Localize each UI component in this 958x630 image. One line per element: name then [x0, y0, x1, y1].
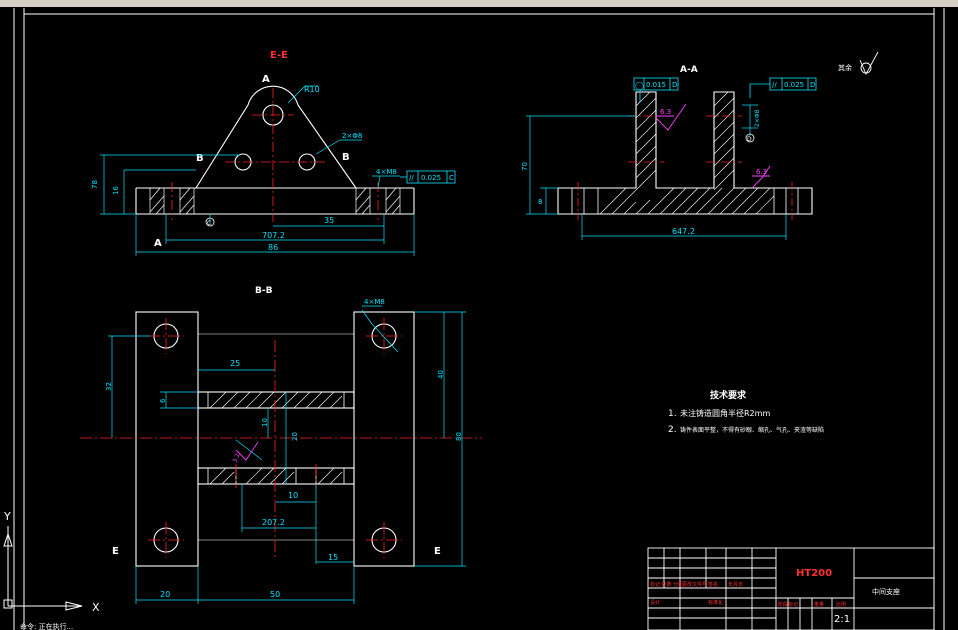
- bb-dim-50: 50: [270, 590, 280, 599]
- cut-label-b-right: B: [342, 152, 350, 163]
- bb-dim-15: 15: [328, 553, 338, 562]
- aa-rough-2: 6.3: [756, 168, 767, 176]
- drawing-frame: [13, 8, 945, 630]
- ucs-y-label: Y: [3, 510, 11, 523]
- ee-dim-78: 78: [91, 180, 99, 189]
- title-row-label-3: 签名: [708, 581, 718, 588]
- title-block: HT200 中间支座 2:1 标记 处数 分区 更改文件号 签名 年月日 设计 …: [647, 547, 935, 630]
- bb-dim-2072: 207.2: [262, 518, 285, 527]
- ee-tol-datum: C: [449, 174, 454, 182]
- aa-flat-datum: D: [672, 81, 677, 89]
- ee-tol-value: 0.025: [421, 174, 441, 182]
- bb-rough: 3.2: [232, 452, 242, 464]
- bb-dim-10b: 10: [288, 491, 298, 500]
- bb-dim-6: 6: [159, 398, 167, 403]
- aa-dim-70: 70: [521, 162, 529, 171]
- ee-holes-flange-label: 4×M8: [376, 168, 397, 176]
- bb-dim-10a: 10: [261, 418, 269, 427]
- tech-req-item2-text: 铸件表面平整，不得有砂眼、缩孔、气孔、夹渣: [680, 426, 806, 434]
- bb-dim-25: 25: [230, 359, 240, 368]
- bb-dim-20-bottom: 20: [160, 590, 170, 599]
- ee-hole-top-label: R10: [304, 85, 320, 94]
- title-row2-label-2: 标准化: [708, 599, 723, 606]
- ucs-icon: [3, 526, 83, 611]
- aa-datum-d: [745, 133, 755, 143]
- technical-requirements: 技术要求 1. 未注铸造圆角半径R2mm 2. 铸件表面平整，不得有砂眼、缩孔、…: [668, 389, 824, 435]
- ee-tolerance-frame: [400, 170, 456, 184]
- ee-datum-c-label: C: [207, 220, 211, 227]
- ee-dim-35: 35: [324, 216, 334, 225]
- ee-dim-86: 86: [268, 243, 278, 252]
- aa-par-symbol: //: [772, 81, 777, 89]
- aa-rough-1: 6.3: [660, 108, 671, 116]
- ucs-x-label: X: [92, 601, 100, 614]
- view-bb-title: B-B: [255, 286, 273, 296]
- command-line: 命令: 正在执行...: [20, 622, 73, 630]
- title-row-label-1: 标记 处数 分区: [650, 581, 683, 588]
- view-ee: E-E A A B B: [91, 50, 456, 256]
- aa-par-datum: D: [810, 81, 815, 89]
- bb-dim-80: 80: [455, 432, 463, 441]
- aa-dim-647: 647.2: [672, 227, 695, 236]
- title-row-label-2: 更改文件号: [682, 581, 707, 588]
- aa-dim-hole: 2×Φ8: [754, 109, 761, 127]
- tech-req-item2-prefix: 2.: [668, 425, 677, 435]
- aa-flat-symbol: ◯: [635, 81, 644, 90]
- tech-req-item2-suffix: 等缺陷: [806, 426, 824, 434]
- view-aa: A-A 其余: [521, 51, 879, 240]
- ee-tol-symbol: //: [409, 174, 414, 182]
- ee-dim-16: 16: [112, 186, 120, 195]
- view-bb: B-B: [80, 286, 482, 604]
- title-material: HT200: [796, 568, 832, 579]
- title-stage-label-2: 重量: [814, 601, 824, 608]
- bb-hatch: [209, 391, 343, 485]
- aa-flatness-frame: [633, 77, 679, 102]
- view-aa-title: A-A: [680, 65, 698, 75]
- title-scale: 2:1: [834, 614, 850, 625]
- aa-datum-d-label: D: [747, 136, 752, 143]
- cut-label-e-right: E: [434, 546, 441, 557]
- ee-holes-mid-label: 2×Φ8: [342, 132, 362, 140]
- title-row2-label-1: 设计: [650, 599, 660, 606]
- cad-toolbar-strip: [0, 0, 958, 7]
- title-stage-label-1: 阶段标记: [778, 601, 798, 608]
- aa-roughness-symbol: [859, 51, 879, 76]
- cut-label-b-left: B: [196, 153, 204, 164]
- tech-req-heading: 技术要求: [710, 389, 747, 401]
- aa-roughness-marks: [655, 103, 771, 189]
- cut-label-a-bottom: A: [154, 238, 162, 249]
- bb-dim-32: 32: [105, 382, 113, 391]
- bb-holes-label: 4×M8: [364, 298, 385, 306]
- ee-flange-hatch: [149, 187, 401, 215]
- tech-req-item1-text: 未注铸造圆角半径R2mm: [680, 408, 770, 418]
- bb-roughness-mark: [235, 441, 259, 461]
- cut-label-a-top: A: [262, 74, 270, 85]
- title-stage-label-3: 比例: [836, 601, 846, 608]
- aa-dim-8: 8: [538, 198, 542, 206]
- aa-roughness-note: 其余: [838, 63, 852, 72]
- aa-flat-value: 0.015: [646, 81, 666, 89]
- title-row-label-4: 年月日: [728, 581, 743, 588]
- aa-parallel-frame: [749, 77, 817, 98]
- ee-datum-c: [205, 217, 215, 227]
- title-part-name: 中间支座: [872, 587, 900, 596]
- view-ee-title: E-E: [270, 50, 288, 61]
- tech-req-item1-prefix: 1.: [668, 409, 677, 419]
- bb-dim-40: 40: [437, 370, 445, 379]
- cut-label-e-left: E: [112, 546, 119, 557]
- bb-dim-20: 20: [291, 432, 299, 441]
- aa-hatch: [599, 91, 775, 215]
- aa-par-value: 0.025: [784, 81, 804, 89]
- ee-dim-707: 707.2: [262, 231, 285, 240]
